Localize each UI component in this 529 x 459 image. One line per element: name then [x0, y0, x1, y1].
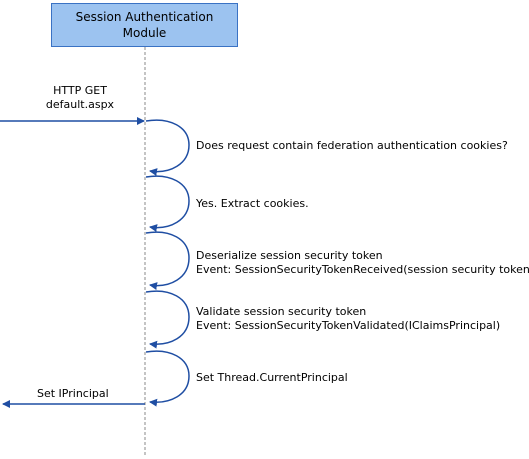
incoming-request-label: HTTP GET default.aspx [20, 84, 140, 112]
step-3-event: Event: SessionSecurityTokenReceived(sess… [196, 263, 529, 276]
self-loop-step-5 [145, 350, 190, 407]
outgoing-response-text: Set IPrincipal [37, 387, 109, 400]
step-4-label: Validate session security token Event: S… [196, 305, 500, 333]
module-title-line-2: Module [122, 26, 167, 40]
self-loop-step-2 [145, 175, 190, 232]
step-5-text: Set Thread.CurrentPrincipal [196, 371, 348, 384]
step-4-event: Event: SessionSecurityTokenValidated(ICl… [196, 319, 501, 332]
step-4-text: Validate session security token [196, 305, 367, 318]
incoming-request-line-1: HTTP GET [53, 84, 107, 97]
self-loop-step-4 [145, 290, 190, 349]
step-3-text: Deserialize session security token [196, 249, 383, 262]
module-title-line-1: Session Authentication [75, 10, 214, 24]
outgoing-response-label: Set IPrincipal [37, 387, 109, 401]
step-3-label: Deserialize session security token Event… [196, 249, 529, 277]
incoming-request-line-2: default.aspx [45, 98, 115, 111]
step-1-text: Does request contain federation authenti… [196, 139, 508, 152]
session-authentication-module: Session Authentication Module [51, 3, 238, 47]
self-loop-step-3 [145, 231, 190, 290]
step-1-label: Does request contain federation authenti… [196, 139, 508, 153]
self-loop-step-1 [145, 119, 190, 176]
step-2-label: Yes. Extract cookies. [196, 197, 309, 211]
step-2-text: Yes. Extract cookies. [196, 197, 309, 210]
module-box-fill [51, 3, 238, 47]
step-5-label: Set Thread.CurrentPrincipal [196, 371, 348, 385]
